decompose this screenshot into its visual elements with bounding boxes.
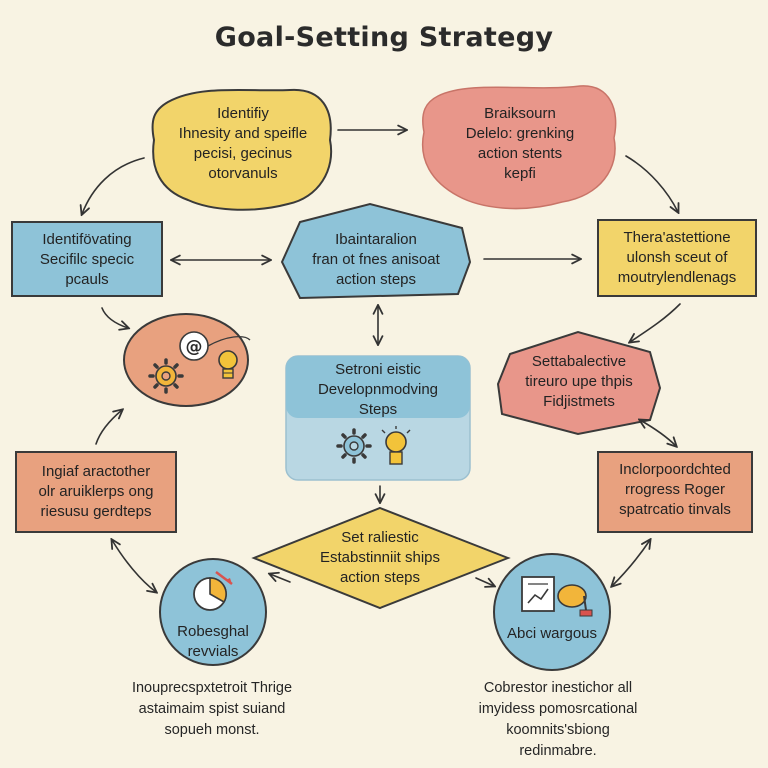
- magnifier-icon: [557, 584, 593, 617]
- arrow-connector: [612, 540, 650, 586]
- left-caption: Inoupreсspxtetroit Thrige astaimaim spis…: [131, 680, 293, 738]
- svg-text:@: @: [186, 337, 203, 357]
- right-box-shape: [597, 219, 757, 297]
- arrow-connector: [630, 303, 681, 342]
- arrow-connector: [101, 307, 128, 328]
- document-chart-icon: [521, 576, 555, 612]
- center-card-header: [286, 356, 470, 418]
- diagram-title: Goal-Setting Strategy: [214, 22, 554, 53]
- icons-oval-shape: [123, 313, 249, 407]
- right-lower-box-label: Inclorpoordchted rrogress Roger spatrcat…: [619, 461, 731, 518]
- arrow-connector: [640, 420, 676, 446]
- arrow-connector: [112, 540, 156, 592]
- diamond-label: Set raliestic Estabstinniit ships action…: [319, 529, 441, 586]
- arrow-connector: [625, 155, 678, 212]
- arrow-connector: [95, 410, 122, 445]
- center-hex-label: Ibaintaralion fran ot fnes anisoat actio…: [312, 231, 440, 288]
- left-box-shape: [11, 221, 163, 297]
- arrow-connector: [82, 157, 145, 214]
- lightbulb-icon: [381, 426, 411, 465]
- gear-icon: [148, 358, 184, 394]
- pie-chart-icon: [193, 571, 233, 611]
- brainstorm-blob-label: Braiksourn Delelo: grenking action stent…: [465, 105, 575, 182]
- at-sign-icon: @: [179, 331, 209, 361]
- brainstorm-blob-shape: [421, 85, 617, 210]
- identify-blob-shape: [151, 88, 333, 211]
- left-circle-label: Robesghal revvials: [177, 623, 249, 660]
- gear-icon: [336, 428, 372, 464]
- left-box-label: Identifövating Secifilc specic pcauls: [39, 231, 135, 288]
- center-hex-shape: [280, 202, 472, 300]
- right-caption: Cobrestor inestichor all imyidess pomosr…: [478, 680, 638, 759]
- center-card-label: Setroni eistic Developnmodving Steps: [317, 361, 439, 418]
- right-circle-shape: [493, 553, 611, 671]
- connector-line: [207, 335, 251, 347]
- diamond-shape: [251, 506, 511, 610]
- left-lower-box-label: Ingiaf aractother olr aruiklerps ong rie…: [38, 463, 154, 520]
- left-lower-box-shape: [15, 451, 177, 533]
- right-box-label: Thera'astettione ulonsh sceut of moutryl…: [617, 229, 737, 286]
- identify-blob-label: Identifiy Ihnesity and speifle pecisi, g…: [178, 105, 308, 182]
- right-lower-box-shape: [597, 451, 753, 533]
- arrow-connector: [270, 574, 291, 583]
- right-hex-label: Settabalective tireuro upe thpis Fidjist…: [525, 353, 633, 410]
- left-circle-shape: [159, 558, 267, 666]
- arrow-connector: [475, 577, 494, 586]
- right-circle-label: Abci wargous: [506, 625, 598, 642]
- lightbulb-icon: [218, 350, 238, 379]
